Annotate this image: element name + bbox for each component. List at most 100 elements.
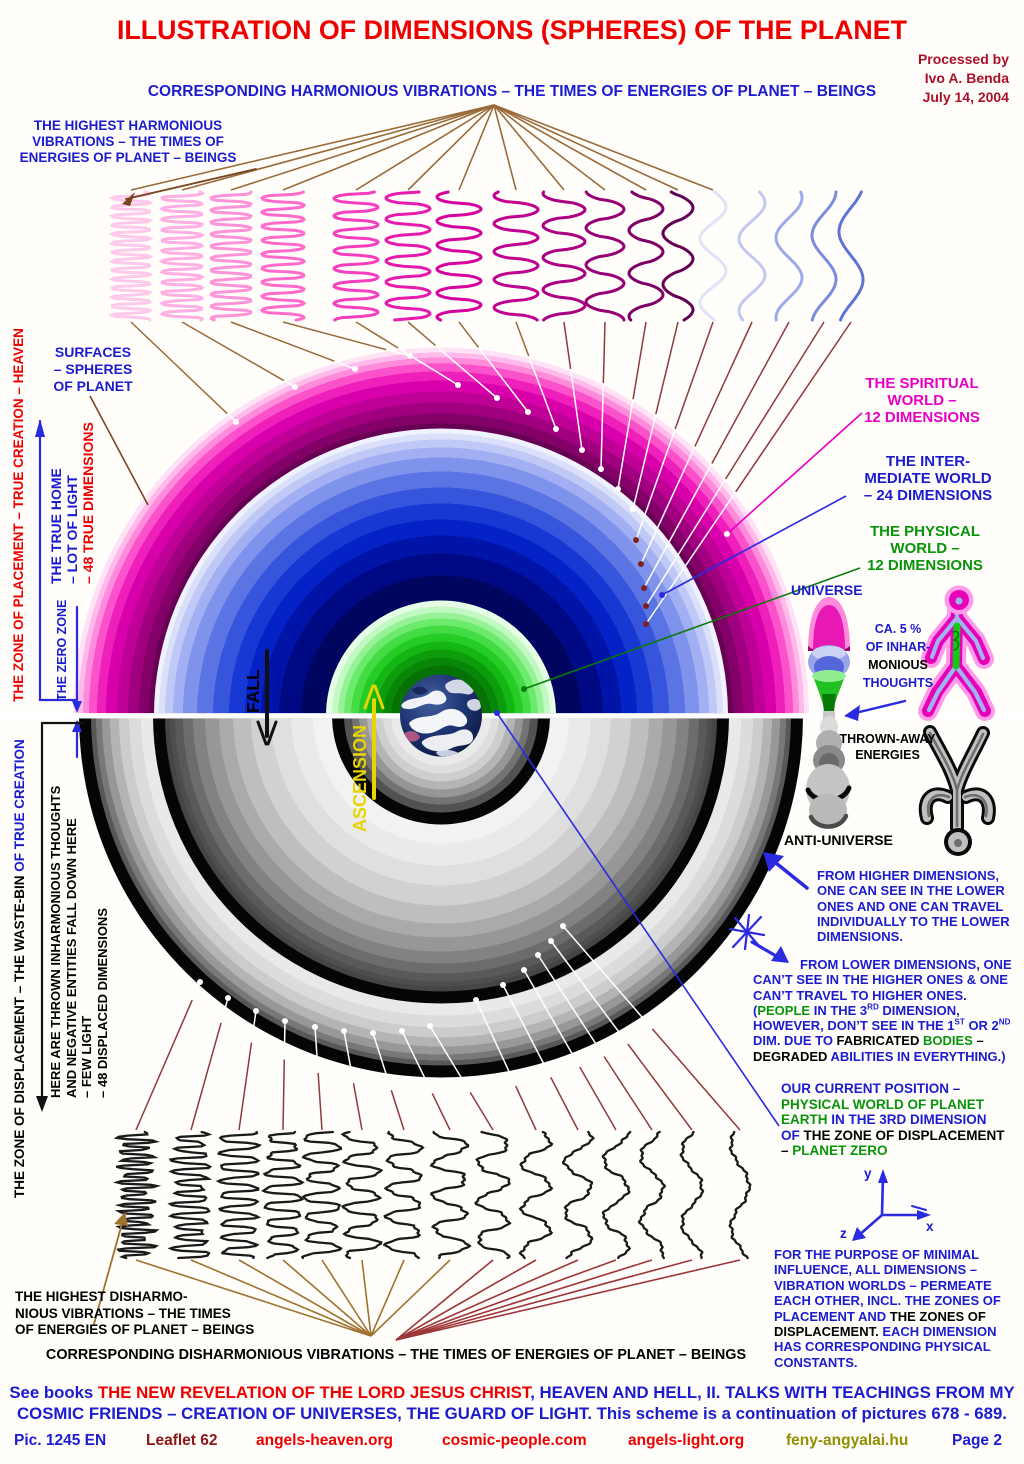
text-segment: HOWEVER, DON’T SEE IN THE 1: [753, 1018, 955, 1034]
text-line: FROM HIGHER DIMENSIONS,: [817, 868, 1000, 883]
leader-line-inner: [397, 347, 459, 386]
leader-dot: [643, 621, 649, 627]
leader-dot: [525, 409, 531, 415]
fan-line: [282, 104, 495, 191]
text-segment: EACH OTHER, INCL. THE ZONES OF: [774, 1293, 1001, 1309]
footer-item: Page 2: [952, 1432, 1002, 1449]
text-segment: OF INHAR-: [865, 640, 931, 654]
text-segment: CA. 5 %: [874, 622, 922, 636]
leader-dot: [560, 923, 566, 929]
text-line: WORLD –: [890, 540, 960, 557]
icon-part-path: [728, 913, 766, 951]
icon-part-g: [844, 699, 907, 721]
text-line: SURFACES: [54, 344, 132, 360]
intermediate-ring: [154, 428, 728, 714]
leader-line-inner: [550, 940, 629, 1045]
fan-lines: [130, 104, 741, 1341]
leader-line: [282, 1059, 286, 1131]
leader-line: [135, 999, 193, 1131]
icon-part-path: [401, 690, 447, 710]
icon-part-path: [72, 701, 82, 713]
leader-line: [352, 1083, 363, 1131]
text-line: OF THE ZONE OF DISPLACEMENT: [781, 1128, 1005, 1144]
leader-line-inner: [429, 1025, 471, 1093]
anti-universe-spheres: [79, 718, 803, 1078]
leader-dot: [494, 395, 500, 401]
position-pointer-dot: [494, 710, 500, 716]
books-reference-line1: See books THE NEW REVELATION OF THE LORD…: [0, 1384, 1024, 1401]
icon-part-path: [72, 720, 82, 732]
disharmonious-heading: CORRESPONDING DISHARMONIOUS VIBRATIONS –…: [45, 1347, 747, 1363]
text-segment: OF: [781, 1127, 800, 1143]
intermediate-world-label: THE INTER-MEDIATE WORLD– 24 DIMENSIONS: [828, 453, 1024, 504]
text-segment: PHYSICAL WORLD OF PLANET: [781, 1096, 985, 1112]
fan-line: [493, 104, 647, 191]
fan-line: [395, 1259, 653, 1341]
text-line: INFLUENCE, ALL DIMENSIONS –: [774, 1262, 1001, 1277]
here-thrown-line: HERE ARE THROWN INHARMONIOUS THOUGHTS: [48, 785, 63, 1098]
icon-part-g: [918, 725, 996, 835]
icon-part-g: [35, 419, 82, 759]
text-line: Ivo A. Benda: [924, 70, 1009, 86]
text-line: HAS CORRESPONDING PHYSICAL: [774, 1339, 1001, 1354]
text-line: THOUGHTS: [838, 674, 958, 692]
icon-part-path: [917, 1210, 931, 1220]
disharmonious-wave: [112, 1130, 162, 1260]
icon-part-path: [769, 857, 809, 890]
text-segment: OF TRUE CREATION: [12, 739, 27, 872]
text-segment: EARTH: [781, 1112, 828, 1127]
fan-line: [370, 1259, 405, 1337]
disharmonious-wave: [261, 1130, 305, 1260]
icon-part-path: [421, 729, 474, 752]
leader-line: [724, 321, 825, 480]
universe-label: UNIVERSE: [791, 582, 863, 598]
harmonious-wave: [208, 190, 254, 322]
text-line: NIOUS VIBRATIONS – THE TIMES: [15, 1305, 231, 1321]
icon-part-path: [266, 720, 278, 746]
leader-line: [674, 321, 714, 430]
fan-line: [395, 1259, 537, 1341]
icon-part-path: [813, 671, 845, 712]
disharmonious-vibration-waves: [112, 1130, 752, 1260]
anti-universe-label: ANTI-UNIVERSE: [784, 832, 893, 848]
icon-part-path: [926, 731, 988, 828]
text-segment: PEOPLE: [757, 1002, 811, 1018]
text-segment: PLACEMENT AND: [774, 1308, 887, 1324]
text-segment: , HEAVEN AND HELL, II. TALKS WITH TEACHI…: [530, 1383, 1015, 1402]
text-line: HOWEVER, DON’T SEE IN THE 1ST OR 2ND: [753, 1018, 1012, 1033]
leader-line: [735, 321, 852, 493]
icon-part-g: [750, 940, 789, 963]
text-segment: BODIES: [922, 1033, 973, 1049]
text-line: ENERGIES OF PLANET – BEINGS: [19, 150, 237, 165]
icon-part-path: [844, 705, 860, 721]
disharmonious-wave: [728, 1130, 752, 1260]
footer-item: feny-angyalai.hu: [786, 1432, 909, 1449]
icon-part-path: [952, 622, 961, 670]
anti-human-figure-icon: [918, 725, 996, 856]
text-segment: –: [972, 1033, 984, 1049]
icon-part-path: [93, 1219, 124, 1325]
leader-dot: [535, 952, 541, 958]
fan-line: [238, 1259, 372, 1337]
icon-part-rect: [823, 711, 835, 719]
text-line: – 24 DIMENSIONS: [863, 487, 993, 504]
fan-line: [130, 104, 495, 191]
true-home-line: – LOT OF LIGHT: [64, 475, 80, 584]
icon-part-path: [35, 419, 45, 437]
leader-line-inner: [477, 346, 529, 413]
anti-inner-ring: [344, 718, 538, 813]
text-line: PLACEMENT AND THE ZONES OF: [774, 1309, 1001, 1324]
leader-line: [469, 1091, 494, 1131]
text-line: (PEOPLE IN THE 3RD DIMENSION,: [753, 1003, 1012, 1018]
harmonious-wave: [698, 190, 728, 322]
text-line: ONES AND ONE CAN TRAVEL: [817, 898, 1004, 914]
text-line: ENERGIES: [855, 748, 920, 762]
leader-dot: [643, 603, 649, 609]
icon-part-path: [122, 192, 135, 206]
